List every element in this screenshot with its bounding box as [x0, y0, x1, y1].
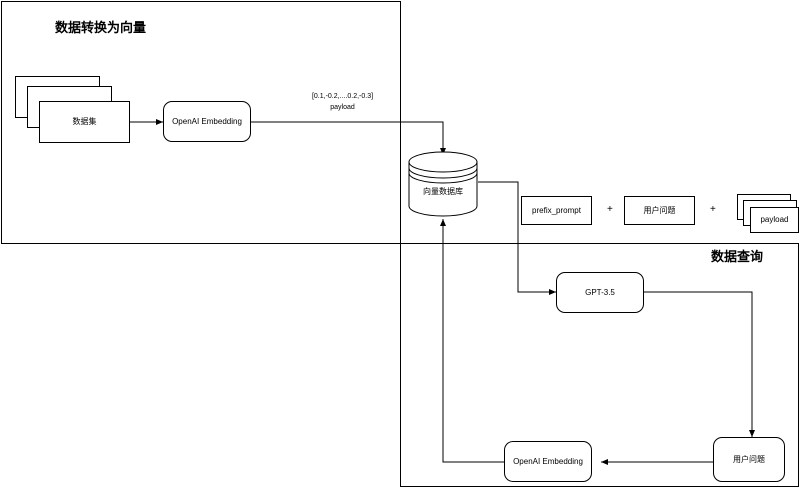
node-gpt-35-label: GPT-3.5: [585, 287, 615, 297]
node-user-question-top-label: 用户问题: [643, 205, 676, 215]
node-prefix-prompt[interactable]: prefix_prompt: [521, 196, 592, 225]
node-user-question-top[interactable]: 用户问题: [624, 196, 695, 225]
operator-plus-1: +: [607, 204, 613, 215]
edge-embedding-to-vectordb: [251, 121, 446, 155]
node-payload-stack[interactable]: payload: [750, 207, 799, 233]
node-user-question-bottom[interactable]: 用户问题: [713, 437, 785, 482]
cylinder-vector-db[interactable]: [408, 151, 478, 217]
node-dataset[interactable]: 数据集: [39, 101, 130, 143]
panel-title-right: 数据查询: [711, 249, 764, 264]
panel-data-query: [400, 243, 799, 487]
edge-label-payload-word: payload: [330, 103, 355, 111]
edge-embedding-to-vectordb-query: [440, 219, 504, 463]
node-openai-embedding-top[interactable]: OpenAI Embedding: [163, 101, 251, 142]
edge-label-vector-values: [0.1,-0.2,....0.2,-0.3]: [311, 93, 374, 100]
node-dataset-label: 数据集: [72, 117, 97, 127]
panel-title-left: 数据转换为向量: [55, 20, 147, 35]
node-openai-embedding-bottom-label: OpenAI Embedding: [513, 456, 583, 466]
node-payload-stack-label: payload: [760, 215, 789, 225]
edge-label-payload-vector: [0.1,-0.2,....0.2,-0.3] payload: [295, 92, 390, 113]
node-user-question-bottom-label: 用户问题: [733, 454, 765, 464]
edge-gpt-to-user-question: [644, 291, 755, 437]
operator-plus-2: +: [710, 204, 716, 215]
node-openai-embedding-bottom[interactable]: OpenAI Embedding: [504, 441, 592, 482]
node-prefix-prompt-label: prefix_prompt: [532, 205, 581, 215]
node-openai-embedding-top-label: OpenAI Embedding: [172, 116, 242, 126]
edge-vectordb-to-gpt: [478, 181, 556, 295]
node-gpt-35[interactable]: GPT-3.5: [556, 272, 644, 313]
node-vector-db-label: 向量数据库: [423, 187, 463, 196]
panel-data-to-vector: [1, 1, 401, 244]
